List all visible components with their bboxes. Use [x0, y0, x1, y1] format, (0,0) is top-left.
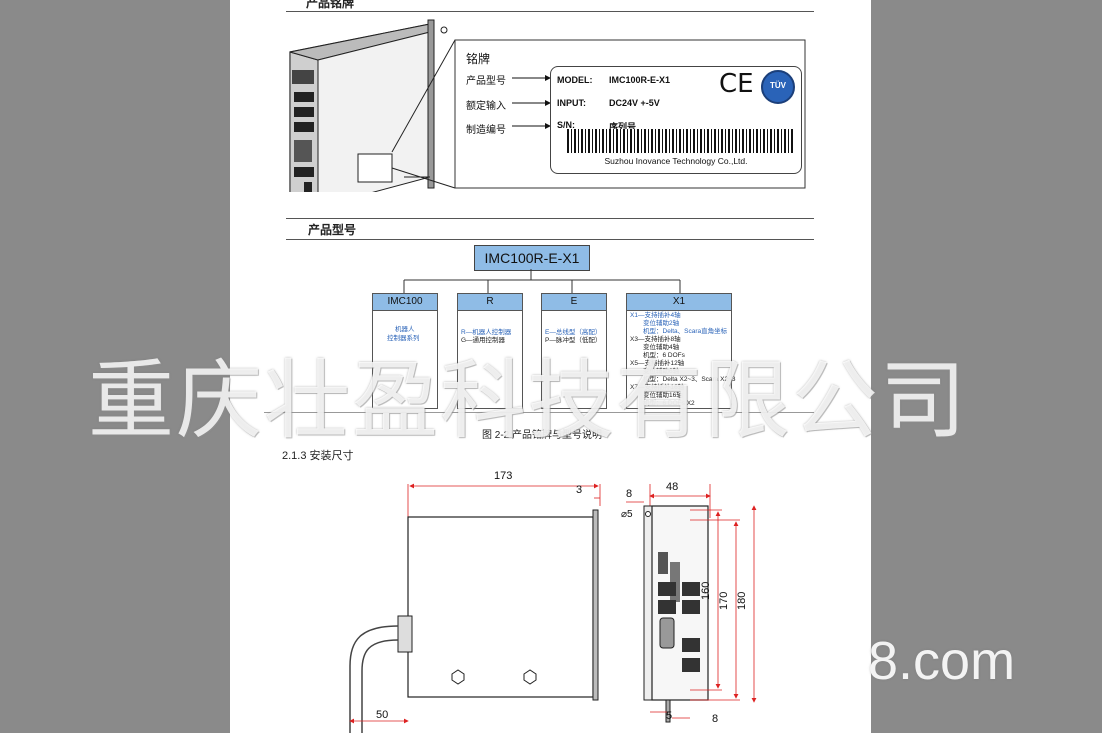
- model-key: MODEL:: [557, 75, 593, 85]
- dim-48: 48: [666, 481, 679, 493]
- ce-mark: CE: [719, 69, 754, 99]
- tuv-mark-icon: TÜV: [761, 70, 795, 104]
- nameplate-heading: 铭牌: [466, 52, 491, 66]
- callout-model: 产品型号: [466, 76, 506, 87]
- dim-dia5: ⌀5: [621, 509, 633, 520]
- model-tree-connectors: [403, 269, 681, 293]
- model-box-type: R R—机器人控制器 G—通用控制器: [457, 293, 523, 409]
- dim-8-top: 8: [626, 488, 633, 500]
- model-box-bus: E E—总线型（高配） P—脉冲型（低配）: [541, 293, 607, 409]
- dim-160: 160: [700, 581, 712, 600]
- callout-input: 额定输入: [466, 101, 506, 112]
- divider: [286, 239, 814, 240]
- divider: [286, 11, 814, 12]
- front-view-drawing: [626, 484, 757, 723]
- dim-173: 173: [494, 470, 513, 482]
- model-box-series: IMC100 机器人 控制器系列: [372, 293, 438, 409]
- callout-arrows: [512, 75, 551, 129]
- model-value: IMC100R-E-X1: [609, 75, 671, 85]
- dim-50: 50: [376, 709, 389, 721]
- dim-3: 3: [576, 484, 583, 496]
- serial-value: 序列号: [609, 122, 637, 132]
- dim-170: 170: [718, 591, 730, 610]
- watermark-url-fragment: 8.com: [868, 631, 1016, 691]
- barcode: [567, 129, 793, 153]
- callout-serial: 制造编号: [466, 125, 506, 136]
- section-title-dimensions: 2.1.3 安装尺寸: [282, 450, 354, 462]
- serial-key: S/N:: [557, 120, 575, 130]
- input-key: INPUT:: [557, 98, 586, 108]
- document-page: 产品铭牌 铭牌 产品型号 额定输入 制造编号 MODEL: IMC100R-E-…: [230, 0, 871, 733]
- divider: [286, 218, 814, 219]
- controller-illustration: [289, 19, 448, 192]
- model-box-axes: X1 X1—支持插补4轴 变位辅助2轴 机型：Delta、Scara直角坐标 X…: [626, 293, 736, 409]
- dim-5: 5: [666, 710, 673, 722]
- company-name: Suzhou Inovance Technology Co.,Ltd.: [604, 156, 748, 166]
- divider: [264, 412, 814, 413]
- dim-180: 180: [736, 591, 748, 610]
- nameplate: MODEL: IMC100R-E-X1 INPUT: DC24V +-5V S/…: [550, 66, 802, 174]
- section-title-model: 产品型号: [308, 223, 357, 237]
- figure-caption: 图 2-2 产品铭牌与型号说明: [482, 430, 603, 441]
- zoom-lines: [391, 39, 806, 189]
- input-value: DC24V +-5V: [609, 98, 660, 108]
- section-title-nameplate: 产品铭牌: [306, 0, 355, 10]
- dim-8-bottom: 8: [712, 713, 719, 725]
- model-root-box: IMC100R-E-X1: [474, 245, 590, 271]
- side-view-drawing: [349, 483, 601, 733]
